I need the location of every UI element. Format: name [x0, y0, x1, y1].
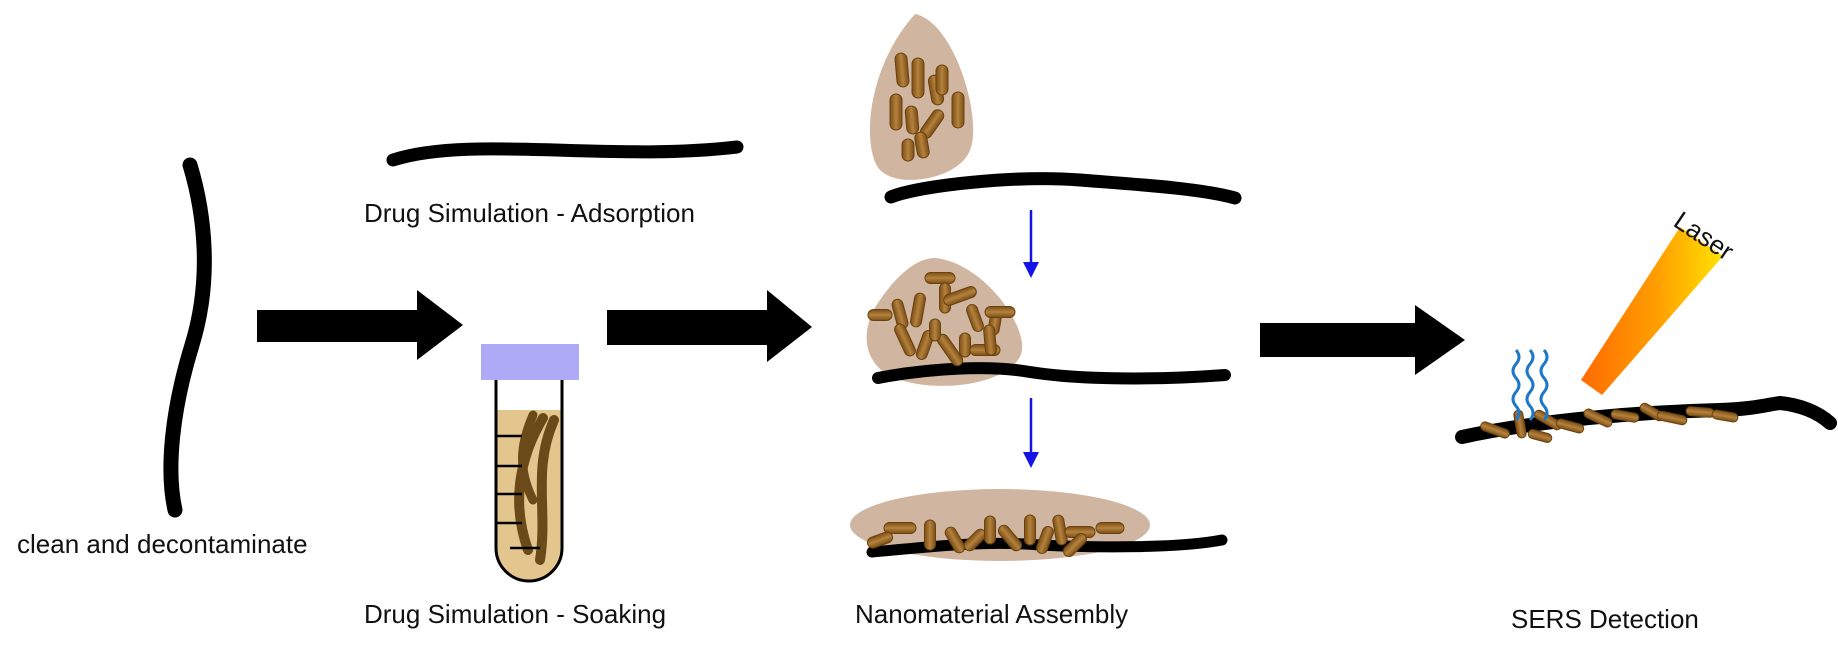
- nanorod: [983, 324, 997, 356]
- nanorod: [943, 286, 977, 306]
- process-arrow-2: [607, 290, 812, 362]
- nanorod: [1480, 421, 1510, 439]
- nanorod: [1024, 514, 1036, 546]
- nanorod: [959, 332, 971, 358]
- nanorod: [997, 524, 1023, 552]
- sers-label: SERS Detection: [1511, 604, 1699, 634]
- process-arrow-3: [1260, 305, 1465, 375]
- nanorod: [1555, 418, 1585, 434]
- nanorod: [883, 522, 917, 534]
- soaking-label: Drug Simulation - Soaking: [364, 599, 666, 629]
- nanorod: [984, 306, 1016, 318]
- assembly-hair-2: [872, 362, 1231, 385]
- nanorod: [1610, 409, 1640, 423]
- clean-label: clean and decontaminate: [17, 529, 308, 559]
- nanorod: [911, 57, 925, 99]
- nanorod: [1656, 410, 1688, 426]
- nanorod: [894, 52, 910, 88]
- step-arrowhead-2: [1023, 452, 1039, 468]
- nanorod: [901, 138, 915, 162]
- nanorod: [935, 64, 949, 96]
- process-arrow-1: [257, 290, 463, 360]
- nanorod: [944, 526, 966, 554]
- soaking-stage: Drug Simulation - Soaking: [364, 344, 666, 629]
- adsorption-label: Drug Simulation - Adsorption: [364, 198, 695, 228]
- nanorod: [1685, 406, 1715, 418]
- nanorod: [1711, 409, 1739, 423]
- nanorod: [894, 323, 916, 357]
- nanorod: [984, 515, 996, 545]
- nanorod: [951, 91, 965, 129]
- assembly-label: Nanomaterial Assembly: [855, 599, 1128, 629]
- step-arrowhead-1: [1023, 262, 1039, 278]
- adsorption-stage: Drug Simulation - Adsorption: [364, 140, 744, 228]
- laser-beam-icon: [1581, 227, 1723, 395]
- nanorods-step2: [867, 272, 1016, 367]
- clean-stage: clean and decontaminate: [17, 157, 308, 559]
- raman-signal-icon: [1511, 349, 1549, 421]
- nanorod: [1095, 522, 1125, 534]
- test-tube: [494, 380, 564, 583]
- nanorod: [1036, 526, 1054, 554]
- tube-hair: [518, 410, 538, 505]
- nanorod: [1062, 532, 1088, 558]
- nanorod: [1527, 429, 1553, 443]
- nanorods-step3: [866, 514, 1125, 558]
- nanorod: [866, 531, 894, 549]
- assembly-stage: Nanomaterial Assembly: [850, 14, 1242, 629]
- assembly-hair-1: [884, 172, 1242, 205]
- sers-stage: Laser SERS Detection: [1455, 205, 1837, 634]
- nanorods-on-hair: [1480, 402, 1739, 443]
- tube-hair: [535, 415, 559, 565]
- nanorod: [910, 292, 926, 328]
- nanorod: [924, 272, 956, 284]
- tube-cap: [481, 344, 579, 380]
- single-hair: [163, 157, 212, 518]
- nanorod: [867, 309, 893, 321]
- nanorods-step1: [889, 52, 965, 162]
- tube-hair: [514, 413, 548, 555]
- nanorod: [914, 131, 930, 159]
- tube-graduations: [497, 434, 540, 550]
- adsorbed-hair: [386, 140, 744, 167]
- nanorod: [966, 304, 984, 332]
- nanorod: [889, 93, 903, 131]
- hair-tip: [1746, 397, 1834, 427]
- nanorod: [1583, 408, 1613, 428]
- nanorod: [904, 105, 920, 135]
- nanorod: [929, 318, 941, 342]
- nanorod: [924, 519, 936, 551]
